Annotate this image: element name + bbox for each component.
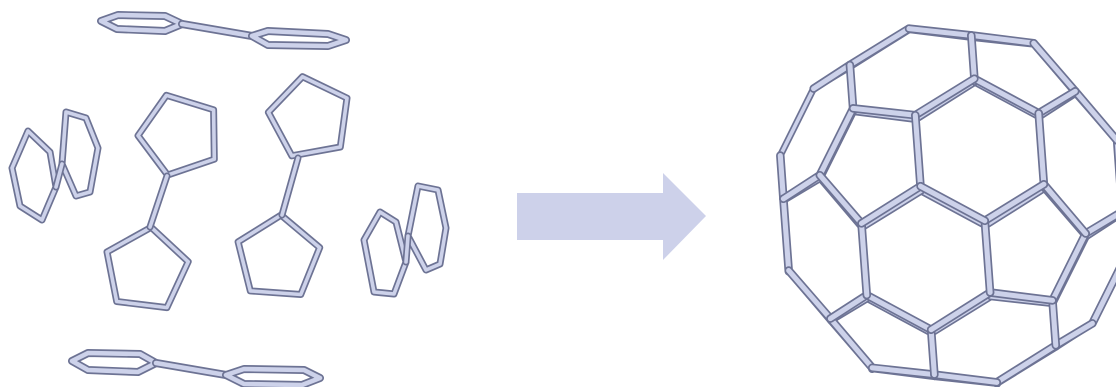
cage-bond bbox=[970, 74, 1043, 118]
center-left-bicyclopentyl-fragment bbox=[103, 91, 218, 312]
cage-bond bbox=[867, 363, 939, 379]
cage-bond bbox=[967, 31, 1038, 48]
cage-bond bbox=[784, 266, 835, 323]
cage-bond bbox=[776, 151, 788, 204]
cage-bond bbox=[926, 288, 995, 334]
cage-bond bbox=[779, 170, 825, 204]
cage-bond bbox=[1034, 87, 1080, 118]
cage-bond bbox=[904, 24, 976, 40]
cage-bond bbox=[930, 370, 1002, 387]
pentagon-cr-top bbox=[264, 73, 351, 160]
left-fused-fragment bbox=[8, 108, 102, 224]
cage-bond bbox=[911, 110, 925, 191]
cage-bond bbox=[911, 74, 979, 120]
cage-bond bbox=[992, 341, 1061, 387]
top-biphenyl-fragment bbox=[97, 11, 350, 50]
pentagon-cl-bottom bbox=[103, 223, 192, 312]
cage-bond bbox=[826, 290, 872, 323]
bond-right-fuse bbox=[402, 232, 412, 266]
reaction-arrow bbox=[517, 173, 706, 260]
cage-bond bbox=[862, 290, 936, 334]
pentagon-cr-bottom bbox=[234, 211, 324, 298]
cage-bond bbox=[1034, 109, 1049, 189]
ring-top-left bbox=[97, 11, 186, 35]
cage-bond bbox=[1051, 319, 1097, 350]
bond-top-link bbox=[178, 20, 256, 40]
fullerene-cage bbox=[776, 24, 1116, 387]
pentagon-cl-top bbox=[134, 91, 218, 179]
cage-bond bbox=[1039, 180, 1090, 238]
cage-bond bbox=[985, 288, 1057, 305]
cage-bond bbox=[1071, 87, 1116, 145]
cage-bond bbox=[1088, 266, 1116, 328]
bond-bottom-link bbox=[152, 359, 230, 379]
cage-bond bbox=[980, 216, 995, 297]
cage-bond bbox=[815, 104, 858, 180]
cage-bond bbox=[1048, 229, 1090, 305]
cage-bond bbox=[967, 31, 979, 83]
bond-cr-link bbox=[278, 154, 302, 219]
cage-bond bbox=[776, 85, 818, 159]
ring-right-b bbox=[404, 182, 450, 274]
left-fragment-group bbox=[8, 11, 450, 387]
cage-bond bbox=[857, 181, 925, 228]
bottom-biphenyl-fragment bbox=[68, 349, 324, 387]
ring-left-b bbox=[58, 108, 102, 200]
cage-bond bbox=[848, 104, 920, 120]
ring-right-a bbox=[360, 208, 410, 298]
center-right-bicyclopentyl-fragment bbox=[234, 73, 351, 298]
bond-left-fuse bbox=[52, 160, 66, 191]
cage-bond bbox=[779, 194, 793, 275]
cage-bond bbox=[1048, 296, 1061, 350]
bond-cl-link bbox=[146, 172, 171, 231]
right-fused-fragment bbox=[360, 182, 450, 298]
cage-bond bbox=[1029, 38, 1080, 96]
cage-bond bbox=[926, 325, 939, 379]
cage-bond bbox=[980, 180, 1049, 226]
cage-bond bbox=[826, 314, 877, 373]
ring-bottom-left bbox=[68, 349, 160, 376]
cage-bond bbox=[815, 170, 866, 228]
cage-bond bbox=[845, 60, 858, 113]
ring-bottom-right bbox=[222, 365, 324, 387]
cage-bond bbox=[845, 24, 914, 70]
cage-bond bbox=[857, 219, 872, 300]
ring-left-a bbox=[8, 127, 60, 224]
cage-bond bbox=[1081, 210, 1116, 238]
cage-bond bbox=[916, 181, 990, 226]
cage-bond bbox=[809, 60, 855, 93]
ring-top-right bbox=[248, 27, 350, 50]
